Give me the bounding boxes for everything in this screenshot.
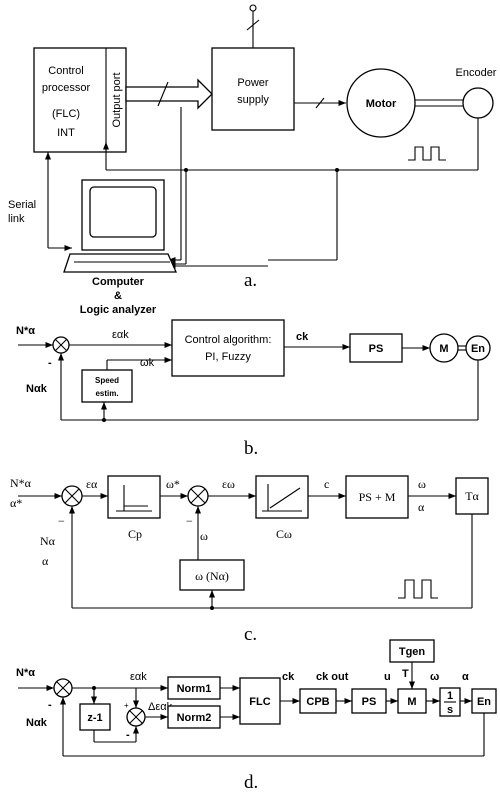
d-ck-out-label: ck out xyxy=(316,671,349,683)
integrator-num: 1 xyxy=(447,690,453,702)
c-minus-1: − xyxy=(58,514,65,528)
caption-a: a. xyxy=(244,270,257,291)
control-processor-label-1: Control xyxy=(48,65,83,77)
caption-c: c. xyxy=(244,624,257,645)
b-ps-label: PS xyxy=(369,343,384,355)
b-ck-label: ck xyxy=(296,331,309,343)
d-alpha-label: α xyxy=(462,671,469,683)
d-motor-label: M xyxy=(407,696,416,708)
c-c-label: c xyxy=(324,477,329,491)
caption-b: b. xyxy=(244,438,258,459)
d-plus: + xyxy=(124,701,129,710)
d-minus-2: - xyxy=(126,729,130,741)
control-algorithm-label-1: Control algorithm: xyxy=(185,334,272,346)
z-inverse-label: z-1 xyxy=(87,712,102,724)
power-supply-label-2: supply xyxy=(237,94,269,106)
d-ps-box xyxy=(351,688,387,714)
serial-link-label-2: link xyxy=(8,213,25,225)
d-input-label: N*α xyxy=(16,667,35,679)
diagram-b: N*α - Nαk εαk Control algorithm: PI, Fuz… xyxy=(16,319,491,459)
d-encoder-label: En xyxy=(477,696,491,708)
motor-label: Motor xyxy=(366,98,397,110)
caption-d: d. xyxy=(244,772,258,793)
c-psm-box xyxy=(345,475,409,519)
control-processor-label-3: (FLC) xyxy=(52,108,80,120)
d-motor-box xyxy=(397,688,427,714)
speed-estim-label-1: Speed xyxy=(95,376,119,385)
b-motor-circle xyxy=(429,333,459,363)
c-feedback-label-1: Nα xyxy=(40,534,56,548)
computer-label-2: & xyxy=(114,290,122,302)
c-omega-star-label: ω* xyxy=(166,477,180,491)
c-eps-omega-label: εω xyxy=(222,477,235,491)
computer-icon xyxy=(63,179,178,273)
encoder-label: Encoder xyxy=(456,67,497,79)
bus-arrow xyxy=(125,78,213,110)
b-motor-label: M xyxy=(439,343,448,355)
flc-label: FLC xyxy=(249,696,270,708)
d-u-label: u xyxy=(384,671,391,683)
b-feedback-label: Nαk xyxy=(26,383,48,395)
c-feedback-label-2: α xyxy=(42,554,49,568)
z-inverse-box xyxy=(79,703,111,731)
b-encoder-label: En xyxy=(471,343,485,355)
control-algorithm-box xyxy=(171,319,285,377)
control-processor-box xyxy=(33,47,127,153)
c-omega-n-label: ω (Nα) xyxy=(195,569,229,583)
diagram-a: Control processor (FLC) INT Output port … xyxy=(8,4,497,316)
serial-link-label-1: Serial xyxy=(8,199,36,211)
b-error-label: εαk xyxy=(112,329,129,341)
c-minus-2: − xyxy=(186,514,193,528)
diagram-c: N*α α* − Nα α εα Cp ω* − ω εω Cω c PS + … xyxy=(10,475,489,645)
computer-label-3: Logic analyzer xyxy=(80,304,157,316)
tgen-label: Tgen xyxy=(399,646,426,658)
speed-estim-label-2: estim. xyxy=(95,389,118,398)
d-minus-1: - xyxy=(48,699,52,711)
integrator-den: s xyxy=(447,704,453,716)
power-supply-label-1: Power xyxy=(237,77,269,89)
motor-circle xyxy=(346,68,416,138)
d-omega-label: ω xyxy=(430,671,439,683)
c-alpha-label: α xyxy=(418,500,425,514)
norm2-label: Norm2 xyxy=(177,712,212,724)
encoder-circle xyxy=(462,87,494,119)
pulse-train-a xyxy=(408,146,446,161)
output-port-label: Output port xyxy=(111,72,123,127)
control-algorithm-label-2: PI, Fuzzy xyxy=(205,351,251,363)
c-psm-label: PS + M xyxy=(359,490,396,504)
c-comega-label: Cω xyxy=(276,527,292,541)
c-cp-box xyxy=(107,475,161,519)
c-comega-box xyxy=(255,475,309,519)
b-minus: - xyxy=(48,357,52,369)
norm1-label: Norm1 xyxy=(177,683,212,695)
b-input-label: N*α xyxy=(16,325,35,337)
diagram-d: N*α - Nαk εαk z-1 - + Δεαk Norm1 Norm2 xyxy=(16,639,497,793)
speed-estim-box xyxy=(81,369,133,403)
cpb-label: CPB xyxy=(306,696,329,708)
c-omega-label: ω xyxy=(418,477,426,491)
b-ps-box xyxy=(349,333,403,363)
d-t-label: T xyxy=(402,668,409,680)
d-delta-eps-label: Δεαk xyxy=(148,701,173,713)
control-processor-label-2: processor xyxy=(42,82,91,94)
d-eps-label: εαk xyxy=(130,671,147,683)
pulse-train-c xyxy=(398,579,438,599)
computer-label-1: Computer xyxy=(92,276,145,288)
c-input-label-1: N*α xyxy=(10,476,32,490)
c-omega-n-box xyxy=(179,559,245,591)
c-talpha-label: Tα xyxy=(465,489,479,503)
c-input-label-2: α* xyxy=(10,496,22,510)
int-label: INT xyxy=(57,127,75,139)
c-omega-fb-label: ω xyxy=(200,529,208,543)
d-ck-label: ck xyxy=(282,671,295,683)
c-cp-label: Cp xyxy=(128,527,142,541)
c-eps-alpha-label: εα xyxy=(86,477,98,491)
d-ps-label: PS xyxy=(362,696,377,708)
d-feedback-label: Nαk xyxy=(26,717,48,729)
b-omega-k-label: ωk xyxy=(140,357,155,369)
power-supply-box xyxy=(211,47,295,131)
